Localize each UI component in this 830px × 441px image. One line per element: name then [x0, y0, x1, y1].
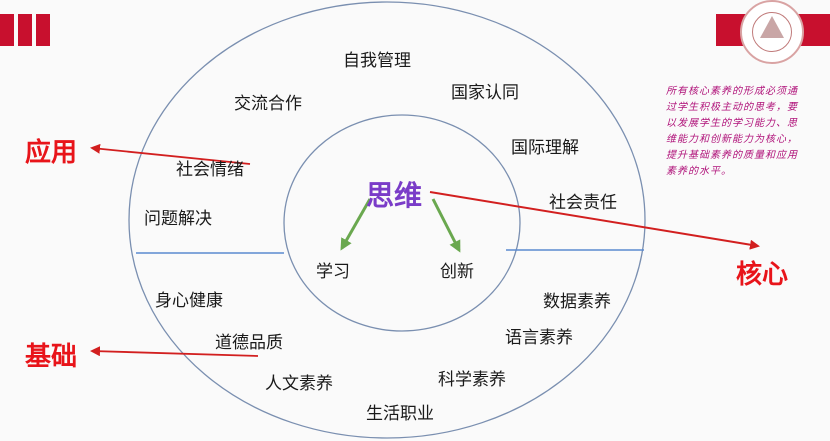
item-language-literacy: 语言素养	[505, 328, 573, 348]
item-social-emotion: 社会情绪	[176, 160, 244, 180]
item-humanistic-literacy: 人文素养	[265, 374, 333, 394]
item-social-responsibility: 社会责任	[549, 193, 617, 213]
item-self-management: 自我管理	[343, 51, 411, 71]
outer-circle	[128, 1, 646, 439]
item-international-understanding: 国际理解	[511, 138, 579, 158]
core-thinking-label: 思维	[366, 179, 423, 212]
label-core: 核心	[736, 260, 789, 290]
item-life-career: 生活职业	[366, 404, 434, 424]
item-moral-character: 道德品质	[215, 333, 283, 353]
item-data-literacy: 数据素养	[543, 292, 611, 312]
core-learning-label: 学习	[316, 262, 350, 282]
label-foundation: 基础	[25, 342, 78, 372]
core-innovation-label: 创新	[440, 262, 474, 282]
arrow-to-application	[90, 143, 251, 165]
label-application: 应用	[25, 138, 78, 168]
top-left-decoration	[0, 14, 50, 46]
side-note: 所有核心素养的形成必须通过学生积极主动的思考，要以发展学生的学习能力、思维能力和…	[666, 86, 798, 177]
item-physical-mental-health: 身心健康	[155, 291, 223, 311]
item-communication-cooperation: 交流合作	[234, 94, 302, 114]
arrow-to-foundation	[90, 346, 259, 357]
item-problem-solving: 问题解决	[144, 209, 212, 229]
arrow-to-learning	[340, 198, 372, 251]
item-scientific-literacy: 科学素养	[438, 370, 506, 390]
inner-circle	[283, 114, 521, 332]
school-seal-logo	[740, 0, 804, 64]
arrow-to-core	[429, 191, 760, 250]
item-national-identity: 国家认同	[451, 83, 519, 103]
arrow-to-innovation	[431, 198, 461, 253]
